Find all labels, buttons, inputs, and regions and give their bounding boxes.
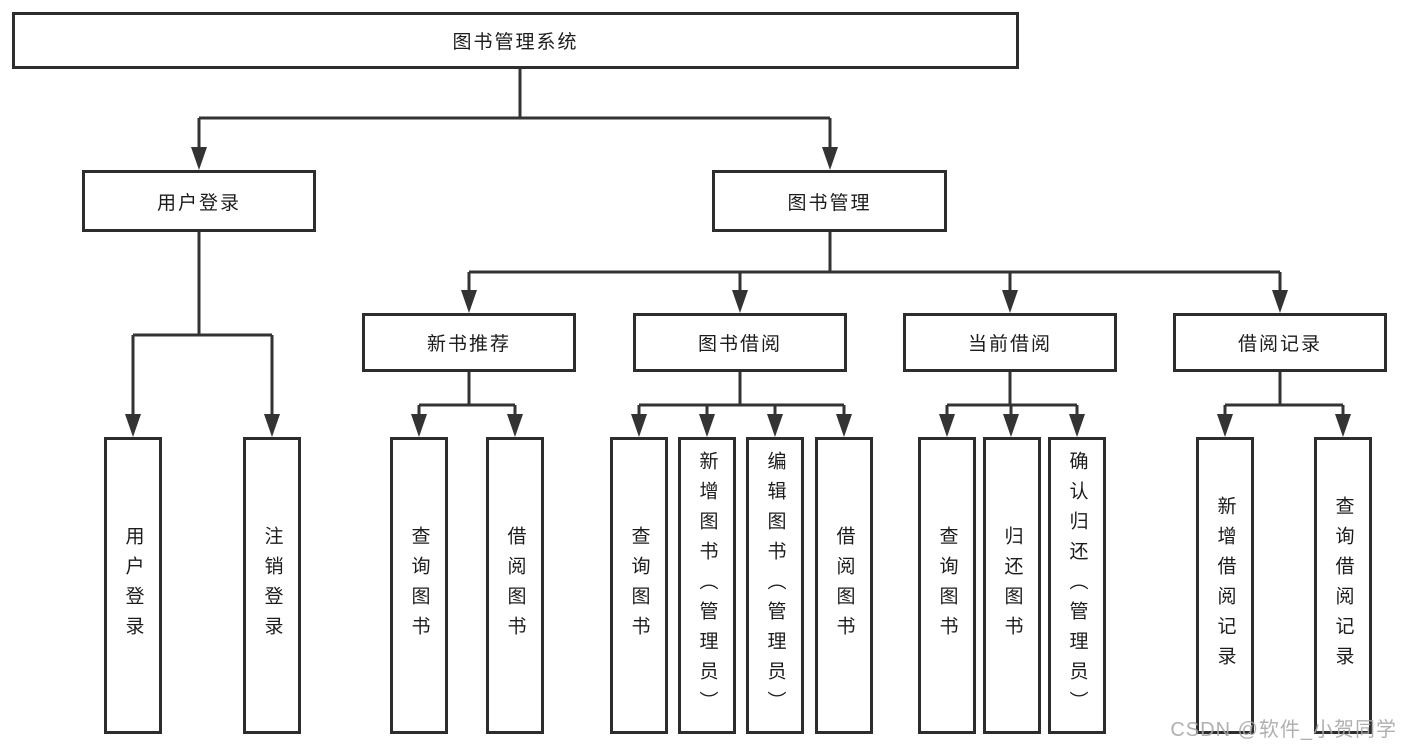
node-book-management: 图书管理: [712, 170, 947, 232]
leaf-br-query-record: 查询借阅记录: [1314, 437, 1372, 734]
node-label: 当前借阅: [967, 334, 1052, 355]
leaf-label: 查询借阅记录: [1332, 495, 1354, 676]
node-label: 用户登录: [156, 192, 241, 214]
connector-borrow-records-to-leaves: [1217, 372, 1351, 437]
arrowhead-leaf-user-login: [125, 414, 141, 437]
node-current-borrowing: 当前借阅: [903, 313, 1117, 372]
leaf-label: 新增借阅记录: [1214, 495, 1236, 676]
node-book-borrowing: 图书借阅: [633, 313, 847, 372]
leaf-bb-add-books-admin: 新增图书（管理员）: [678, 437, 736, 734]
arrowhead-cb-confirm: [1069, 414, 1085, 437]
node-label: 图书管理系统: [452, 32, 579, 53]
node-new-book-recommendation: 新书推荐: [362, 313, 576, 372]
node-label: 新书推荐: [426, 334, 511, 355]
arrowhead-bb-borrow: [836, 414, 852, 437]
leaf-label: 新增图书（管理员）: [696, 450, 718, 721]
arrowhead-book-management: [822, 147, 838, 170]
leaf-cb-query-books: 查询图书: [918, 437, 976, 734]
leaf-user-login: 用户登录: [104, 437, 162, 734]
connector-current-borrow-to-leaves: [939, 372, 1085, 437]
arrowhead-new-book-rec: [461, 290, 477, 313]
leaf-label: 查询图书: [936, 525, 958, 646]
connector-new-book-rec-to-leaves: [411, 372, 523, 437]
node-label: 图书借阅: [697, 334, 782, 355]
arrowhead-user-login: [191, 147, 207, 170]
node-label: 借阅记录: [1237, 334, 1322, 355]
connector-root-to-level2: [191, 69, 838, 170]
leaf-cb-return-books: 归还图书: [983, 437, 1041, 734]
arrowhead-bb-add: [699, 414, 715, 437]
connector-book-management-to-level3: [461, 232, 1288, 313]
leaf-bb-query-books: 查询图书: [610, 437, 668, 734]
leaf-logout: 注销登录: [243, 437, 301, 734]
leaf-label: 编辑图书（管理员）: [764, 450, 786, 721]
arrowhead-leaf-logout: [264, 414, 280, 437]
connector-user-login-to-leaves: [125, 232, 280, 437]
leaf-label: 归还图书: [1001, 525, 1023, 646]
leaf-label: 注销登录: [261, 525, 283, 646]
arrowhead-bb-query: [631, 414, 647, 437]
leaf-label: 借阅图书: [504, 525, 526, 646]
node-user-login: 用户登录: [82, 170, 316, 232]
leaf-br-add-record: 新增借阅记录: [1196, 437, 1254, 734]
leaf-cb-confirm-return-admin: 确认归还（管理员）: [1048, 437, 1106, 734]
arrowhead-bb-edit: [767, 414, 783, 437]
leaf-label: 查询图书: [408, 525, 430, 646]
node-library-management-system: 图书管理系统: [12, 12, 1019, 69]
leaf-label: 确认归还（管理员）: [1066, 450, 1088, 721]
node-label: 图书管理: [787, 192, 872, 214]
leaf-label: 用户登录: [122, 525, 144, 646]
arrowhead-book-borrow: [732, 290, 748, 313]
leaf-label: 查询图书: [628, 525, 650, 646]
leaf-bb-edit-books-admin: 编辑图书（管理员）: [746, 437, 804, 734]
arrowhead-br-query: [1335, 414, 1351, 437]
arrowhead-cb-return: [1003, 414, 1019, 437]
leaf-rec-query-books: 查询图书: [390, 437, 448, 734]
leaf-rec-borrow-books: 借阅图书: [486, 437, 544, 734]
leaf-label: 借阅图书: [833, 525, 855, 646]
node-borrowing-records: 借阅记录: [1173, 313, 1387, 372]
csdn-watermark: CSDN @软件_小贺同学: [1170, 719, 1397, 741]
leaf-bb-borrow-books: 借阅图书: [815, 437, 873, 734]
arrowhead-rec-query: [411, 414, 427, 437]
connector-book-borrow-to-leaves: [631, 372, 852, 437]
arrowhead-rec-borrow: [507, 414, 523, 437]
arrowhead-current-borrow: [1002, 290, 1018, 313]
arrowhead-borrow-records: [1272, 290, 1288, 313]
arrowhead-br-add: [1217, 414, 1233, 437]
arrowhead-cb-query: [939, 414, 955, 437]
